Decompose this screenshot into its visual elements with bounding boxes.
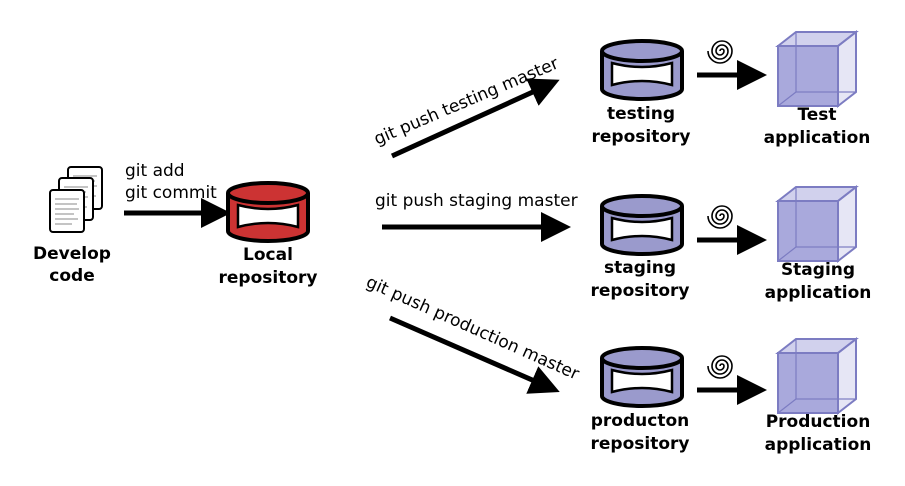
develop-label-line2: code xyxy=(49,266,94,286)
test-application-cube-icon xyxy=(777,31,857,107)
production-application-cube-icon xyxy=(777,338,857,414)
testing-repo-label-line2: repository xyxy=(592,127,691,147)
documents-icon xyxy=(49,166,103,233)
staging-repo-label-line2: repository xyxy=(591,281,690,301)
testing-repository-icon xyxy=(600,39,684,101)
local-repo-label-line1: Local xyxy=(243,245,293,265)
production-repo-label-line2: repository xyxy=(591,434,690,454)
push-production-arrow xyxy=(389,315,560,394)
git-add-label: git add xyxy=(125,161,185,181)
production-repo-label-line1: producton xyxy=(591,411,690,431)
push-production-label: git push production master xyxy=(363,272,582,384)
test-app-label-line1: Test xyxy=(797,105,836,125)
local-repo-label-line2: repository xyxy=(219,268,318,288)
staging-repository-icon xyxy=(600,194,684,256)
production-repository-icon xyxy=(600,346,684,408)
local-repository-icon xyxy=(226,181,310,243)
testing-hook-spiral-icon xyxy=(707,40,733,64)
staging-app-label-line1: Staging xyxy=(781,260,855,280)
production-hook-spiral-icon xyxy=(707,355,733,379)
test-app-label-line2: application xyxy=(764,128,871,148)
push-staging-label: git push staging master xyxy=(375,191,578,211)
staging-app-label-line2: application xyxy=(765,283,872,303)
staging-hook-spiral-icon xyxy=(707,205,733,229)
git-commit-label: git commit xyxy=(125,183,217,203)
staging-repo-label-line1: staging xyxy=(604,258,676,278)
develop-label-line1: Develop xyxy=(33,244,111,264)
testing-repo-label-line1: testing xyxy=(607,104,675,124)
staging-application-cube-icon xyxy=(777,186,857,262)
push-testing-arrow xyxy=(390,78,560,159)
push-testing-label: git push testing master xyxy=(371,54,562,150)
production-app-label-line1: Production xyxy=(766,412,871,432)
production-app-label-line2: application xyxy=(765,435,872,455)
